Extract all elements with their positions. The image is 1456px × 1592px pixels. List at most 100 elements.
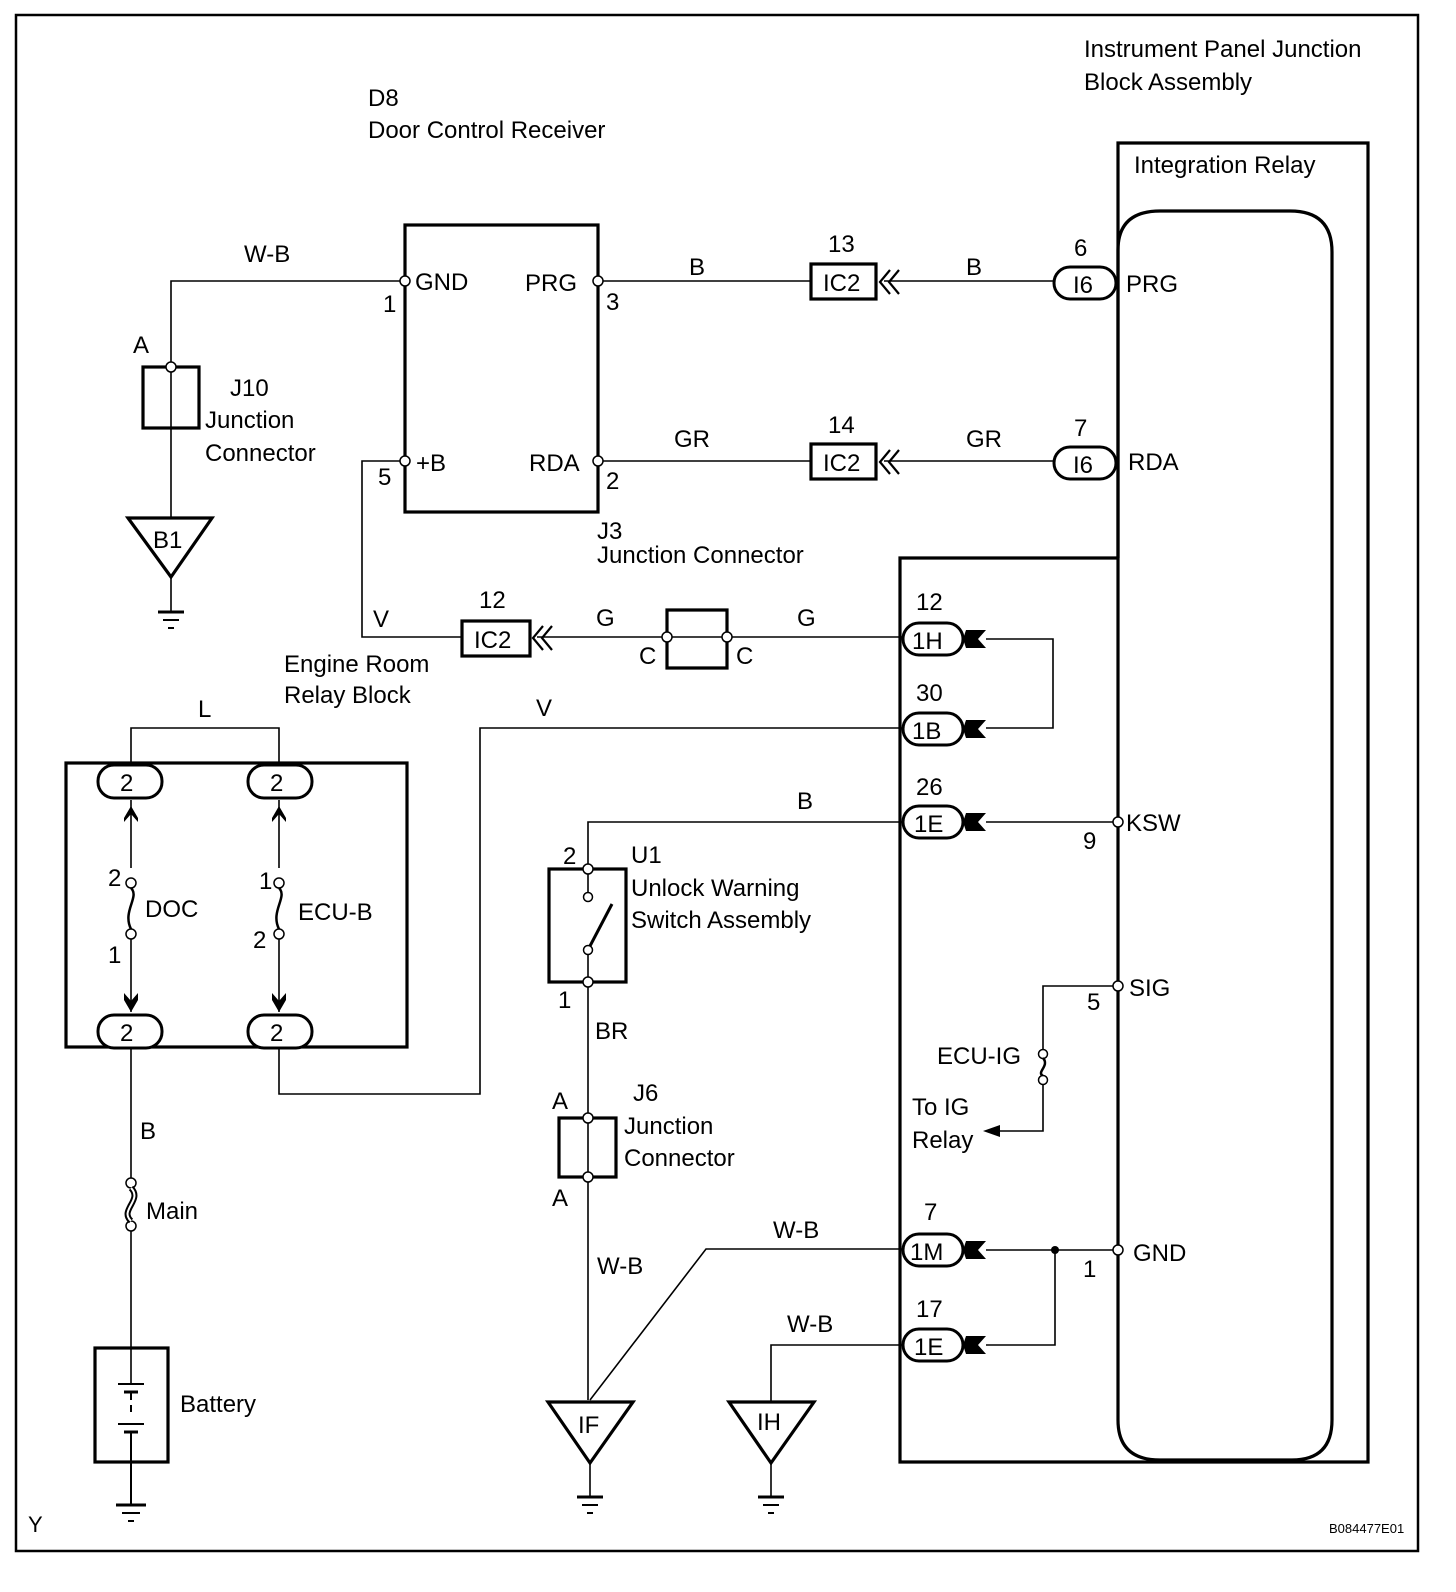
connector-1b-label: 1B [912, 718, 941, 745]
relay-prg-label: PRG [1126, 271, 1178, 298]
er-connector-ecub-bottom-label: 2 [270, 1020, 283, 1047]
connector-i6-rda-pin: 7 [1074, 415, 1087, 442]
main-fuse-pin-bottom [125, 1220, 137, 1232]
relay-ecu-outline [1116, 209, 1334, 1462]
u1-line1: Unlock Warning [631, 875, 800, 902]
d8-b-pin [399, 455, 411, 467]
d8-gnd-pin [399, 275, 411, 287]
to-ig-relay-arrow-icon [983, 1125, 1000, 1137]
j3-pin-right-label: C [736, 643, 753, 670]
u1-line2: Switch Assembly [631, 907, 811, 934]
j6-code: J6 [633, 1080, 658, 1107]
relay-sig-pin [1112, 980, 1124, 992]
wire-b-battery-label: B [140, 1118, 156, 1145]
ecub-fuse-label: ECU-B [298, 899, 373, 926]
connector-i6-prg-label: I6 [1073, 272, 1093, 299]
ecu-ig-pin-bottom [1037, 1074, 1049, 1086]
j3-line1: Junction Connector [597, 542, 804, 569]
u1-pin-1-no: 1 [558, 987, 571, 1014]
j6-pin-top-label: A [552, 1088, 568, 1115]
ground-ih-icon [758, 1495, 784, 1514]
d8-prg-pin-no: 3 [606, 289, 619, 316]
wire-gr-rda-right-label: GR [966, 426, 1002, 453]
ic2-14-label: IC2 [823, 450, 860, 477]
j10-pin-label: A [133, 332, 149, 359]
ground-if-triangle [544, 1400, 637, 1466]
er-connector-doc-top-label: 2 [120, 770, 133, 797]
relay-sig-pin-no: 5 [1087, 989, 1100, 1016]
j10-line2: Connector [205, 440, 316, 467]
connector-1b-arrow-icon [963, 720, 986, 738]
connector-1e-ksw-arrow-icon [963, 813, 986, 831]
wire-wb-gnd [170, 280, 400, 367]
doc-pin-bottom [125, 928, 137, 940]
integration-relay-label: Integration Relay [1134, 152, 1315, 179]
relay-gnd-label: GND [1133, 1240, 1186, 1267]
ecub-pin-top-no: 1 [259, 868, 272, 895]
ic2-12-box [460, 619, 532, 658]
ic2-13-arrow-icon [878, 269, 900, 295]
relay-gnd-pin-no: 1 [1083, 1256, 1096, 1283]
main-fuse-label: Main [146, 1198, 198, 1225]
to-ig-relay-line2: Relay [912, 1127, 973, 1154]
ground-b1-icon [158, 610, 184, 629]
er-connector-doc-top [96, 763, 164, 800]
doc-up-arrow-icon [124, 806, 138, 822]
connector-1m-arrow-icon [963, 1241, 986, 1259]
u1-switch-icon [582, 874, 614, 977]
main-fusible-link-icon [124, 1185, 138, 1224]
wire-wb-top-label: W-B [244, 241, 290, 268]
wire-b-prg-right-label: B [966, 254, 982, 281]
j3-code: J3 [597, 518, 622, 545]
ic2-13-label: IC2 [823, 270, 860, 297]
ground-if-icon [577, 1495, 603, 1514]
j6-line2: Connector [624, 1145, 735, 1172]
wire-br-label: BR [595, 1018, 628, 1045]
relay-ksw-pin-no: 9 [1083, 828, 1096, 855]
wire-g-left-label: G [596, 605, 615, 632]
integration-relay-box [898, 141, 1370, 1464]
ecub-up-arrow-icon [272, 806, 286, 822]
relay-ksw-label: KSW [1126, 810, 1181, 837]
ic2-14-pin: 14 [828, 412, 855, 439]
j6-pin-top [582, 1112, 594, 1124]
d8-gnd-pin-no: 1 [383, 291, 396, 318]
wire-to-ig-relay [998, 1085, 1044, 1132]
wire-l [130, 727, 280, 763]
d8-title: Door Control Receiver [368, 117, 605, 144]
corner-mark: Y [28, 1512, 43, 1537]
wire-b-prg-left-label: B [689, 254, 705, 281]
wire-b-ksw-label: B [797, 788, 813, 815]
ground-if-label: IF [578, 1412, 599, 1439]
ground-battery-icon [116, 1503, 146, 1522]
er-connector-doc-bottom [96, 1013, 164, 1050]
diagram-frame [14, 13, 1420, 1553]
connector-1m-label: 1M [910, 1239, 943, 1266]
engine-room-line1: Engine Room [284, 651, 429, 678]
ic2-12-arrow-icon [531, 625, 553, 651]
j3-pin-left-label: C [639, 643, 656, 670]
doc-pin-top [125, 877, 137, 889]
wire-wb-1e [770, 1344, 903, 1402]
doc-fuse-icon [127, 887, 135, 930]
to-ig-relay-line1: To IG [912, 1094, 969, 1121]
c1e-ksw-pin: 26 [916, 774, 943, 801]
wire-wb-1m [589, 1248, 903, 1401]
ecub-pin-top [273, 877, 285, 889]
d8-code: D8 [368, 85, 399, 112]
doc-pin-bottom-no: 1 [108, 942, 121, 969]
u1-pin-1 [582, 976, 594, 988]
er-connector-ecub-top [246, 763, 314, 800]
ipjb-title-2: Block Assembly [1084, 69, 1252, 96]
connector-i6-prg-pin: 6 [1074, 235, 1087, 262]
ipjb-title-1: Instrument Panel Junction [1084, 36, 1362, 63]
ecu-ig-pin-top [1037, 1048, 1049, 1060]
ground-ih-label: IH [757, 1409, 781, 1436]
doc-down-arrow-icon [124, 993, 138, 1012]
ic2-13-box [809, 262, 878, 301]
d8-rda-pin [592, 455, 604, 467]
ground-ih-triangle [725, 1400, 818, 1466]
wire-b-ksw [587, 821, 903, 869]
connector-1e-ksw-label: 1E [914, 811, 943, 838]
